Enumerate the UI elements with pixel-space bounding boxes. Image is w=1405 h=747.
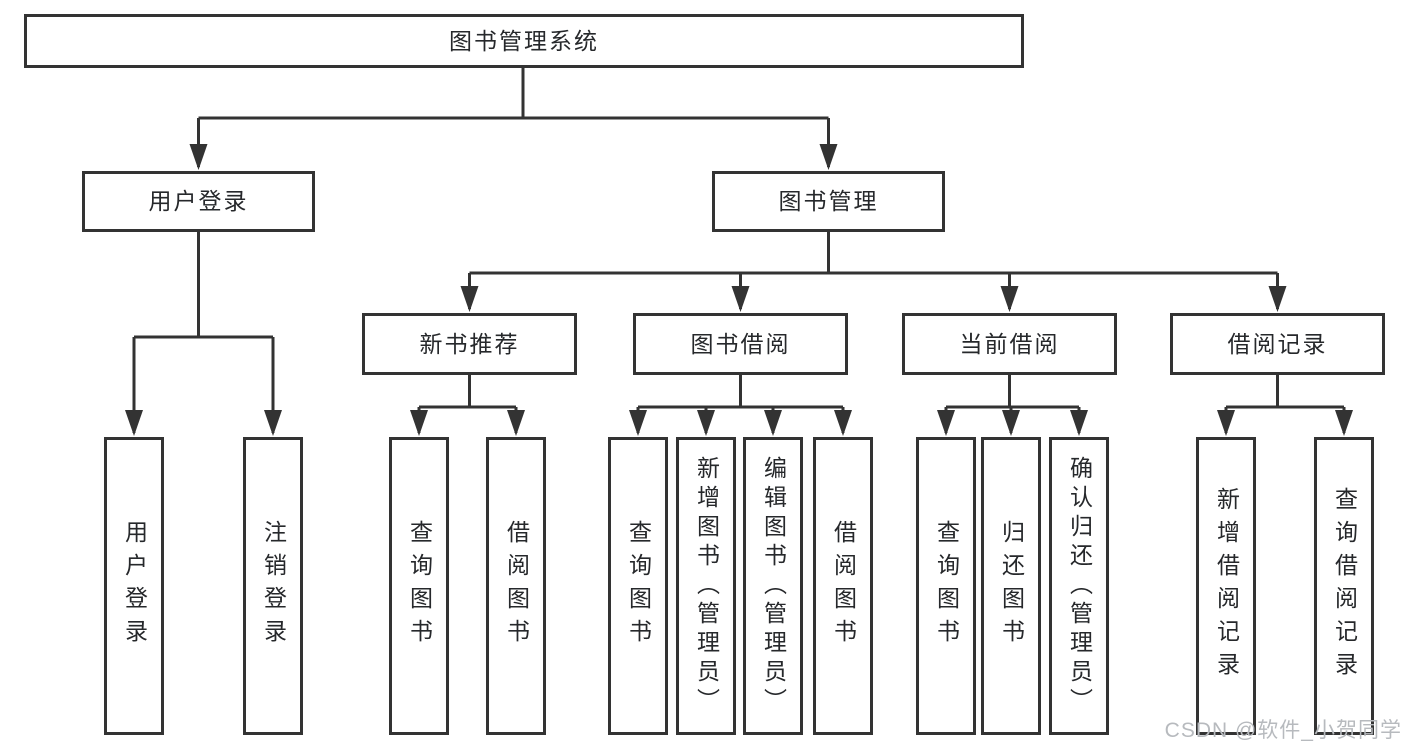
arrow-down-icon: [125, 410, 143, 436]
node-current-borrow: 当前借阅: [902, 313, 1117, 375]
node-library-system: 图书管理系统: [24, 14, 1024, 68]
arrow-down-icon: [937, 410, 955, 436]
leaf-query-books-recommend: 查询图书: [389, 437, 449, 735]
arrow-down-icon: [629, 410, 647, 436]
arrow-down-icon: [1000, 286, 1019, 312]
arrow-down-icon: [1335, 410, 1353, 436]
arrow-down-icon: [507, 410, 525, 436]
arrow-down-icon: [460, 286, 479, 312]
arrow-down-icon: [731, 286, 750, 312]
watermark: CSDN @软件_小贺同学: [1164, 719, 1402, 742]
leaf-edit-book-admin: 编辑图书（管理员）: [743, 437, 803, 735]
node-borrow-records: 借阅记录: [1170, 313, 1385, 375]
arrow-down-icon: [264, 410, 282, 436]
arrow-down-icon: [1268, 286, 1287, 312]
arrow-down-icon: [1002, 410, 1020, 436]
leaf-add-borrow-record: 新增借阅记录: [1196, 437, 1256, 735]
node-user-login: 用户登录: [82, 171, 315, 232]
arrow-down-icon: [1217, 410, 1235, 436]
arrow-down-icon: [1070, 410, 1088, 436]
leaf-confirm-return-admin: 确认归还（管理员）: [1049, 437, 1109, 735]
leaf-return-books: 归还图书: [981, 437, 1041, 735]
arrow-down-icon: [410, 410, 428, 436]
node-new-book-recommend: 新书推荐: [362, 313, 577, 375]
arrow-down-icon: [764, 410, 782, 436]
arrow-down-icon: [189, 144, 208, 170]
leaf-borrow-books: 借阅图书: [813, 437, 873, 735]
leaf-logout: 注销登录: [243, 437, 303, 735]
arrow-down-icon: [697, 410, 715, 436]
leaf-borrow-books-recommend: 借阅图书: [486, 437, 546, 735]
leaf-query-books-borrow: 查询图书: [608, 437, 668, 735]
arrowheads: [125, 144, 1353, 436]
node-book-borrow: 图书借阅: [633, 313, 848, 375]
node-book-management: 图书管理: [712, 171, 945, 232]
leaf-add-book-admin: 新增图书（管理员）: [676, 437, 736, 735]
leaf-user-login: 用户登录: [104, 437, 164, 735]
arrow-down-icon: [819, 144, 838, 170]
arrow-down-icon: [834, 410, 852, 436]
leaf-query-books-current: 查询图书: [916, 437, 976, 735]
leaf-query-borrow-record: 查询借阅记录: [1314, 437, 1374, 735]
